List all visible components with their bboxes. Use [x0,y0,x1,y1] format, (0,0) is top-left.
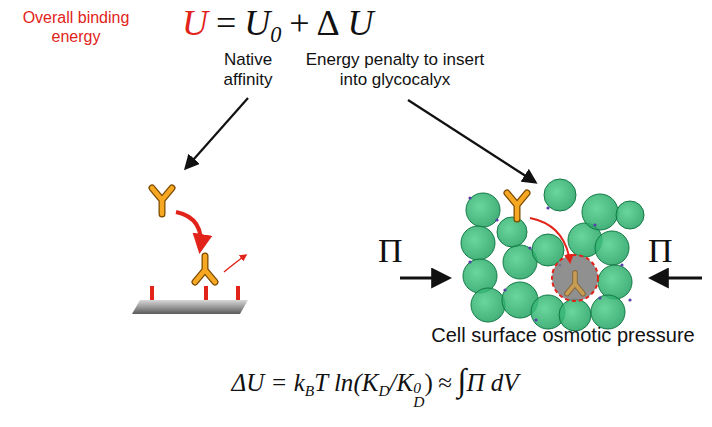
subscript: D [413,395,424,410]
pressure-arrow [400,277,448,280]
math-symbol: /K [390,369,414,397]
annotation: Energy penalty to insert into glycocalyx [306,50,485,89]
sub-superscript: 0D [413,381,424,410]
text-box: Cell surface osmotic pressure [418,323,708,347]
glycocalyx [461,179,644,331]
equation: ΔU = kBT ln(KD/K0D)≈∫Π dV [232,362,519,408]
text-box: Energy penalty to insert into glycocalyx [300,50,490,91]
pressure-arrow [652,277,702,280]
text-box: Native affinity [212,50,284,91]
heading-label: Overall binding energy [23,9,130,45]
math-symbol: ∫ [457,362,466,399]
math-symbol: U [244,2,270,44]
pressure-symbol: Π [648,232,673,270]
math-symbol: ) [424,369,432,397]
leader-arrow [186,98,248,168]
math-symbol: (K [353,369,378,397]
math-symbol: U [182,2,208,44]
math-symbol: = [208,2,244,44]
superscript: 0 [413,381,424,396]
leader-arrow [408,100,535,182]
math-symbol: ≈ [433,369,458,397]
pressure-symbol: Π [648,232,673,270]
math-symbol: Π dV [466,369,518,397]
math-symbol: + Δ [281,2,347,44]
dots [468,196,631,321]
insertion-void [552,255,598,301]
annotation: Native affinity [224,50,273,89]
text-box: Overall binding energy [12,8,140,46]
math-symbol: 0 [270,22,281,48]
math-symbol: ΔU = k [232,369,305,397]
math-symbol: U [348,2,374,44]
surface-binding [132,188,248,314]
insert-arrow [530,218,570,262]
equation: U=U0+ ΔU [182,2,374,44]
pressure-symbol: Π [378,232,403,270]
math-symbol: D [378,382,389,400]
pressure-symbol: Π [378,232,403,270]
math-symbol: T ln [314,369,353,397]
math-symbol: B [305,382,314,400]
caption-label: Cell surface osmotic pressure [431,324,694,346]
